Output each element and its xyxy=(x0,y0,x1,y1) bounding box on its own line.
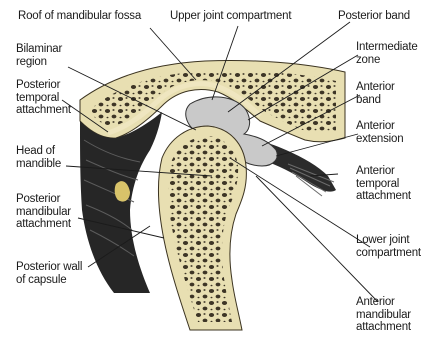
posterior-capsule-tissue xyxy=(80,112,162,293)
label-anterior-extension: Anterior extension xyxy=(356,120,403,145)
label-anterior-band: Anterior band xyxy=(356,81,395,106)
label-posterior-wall-of-capsule: Posterior wall of capsule xyxy=(16,261,82,286)
label-posterior-mandibular-attachment: Posterior mandibular attachment xyxy=(16,193,71,231)
label-intermediate-zone: Intermediate zone xyxy=(356,41,418,66)
label-posterior-temporal-attachment: Posterior temporal attachment xyxy=(16,79,71,117)
label-head-of-mandible: Head of mandible xyxy=(16,145,61,170)
label-bilaminar-region: Bilaminar region xyxy=(16,43,62,68)
label-anterior-mandibular-attachment: Anterior mandibular attachment xyxy=(356,296,411,334)
label-posterior-band: Posterior band xyxy=(338,10,410,23)
label-roof-of-mandibular-fossa: Roof of mandibular fossa xyxy=(18,10,141,23)
label-anterior-temporal-attachment: Anterior temporal attachment xyxy=(356,165,411,203)
label-upper-joint-compartment: Upper joint compartment xyxy=(170,10,291,23)
label-lower-joint-compartment: Lower joint compartment xyxy=(356,234,421,259)
